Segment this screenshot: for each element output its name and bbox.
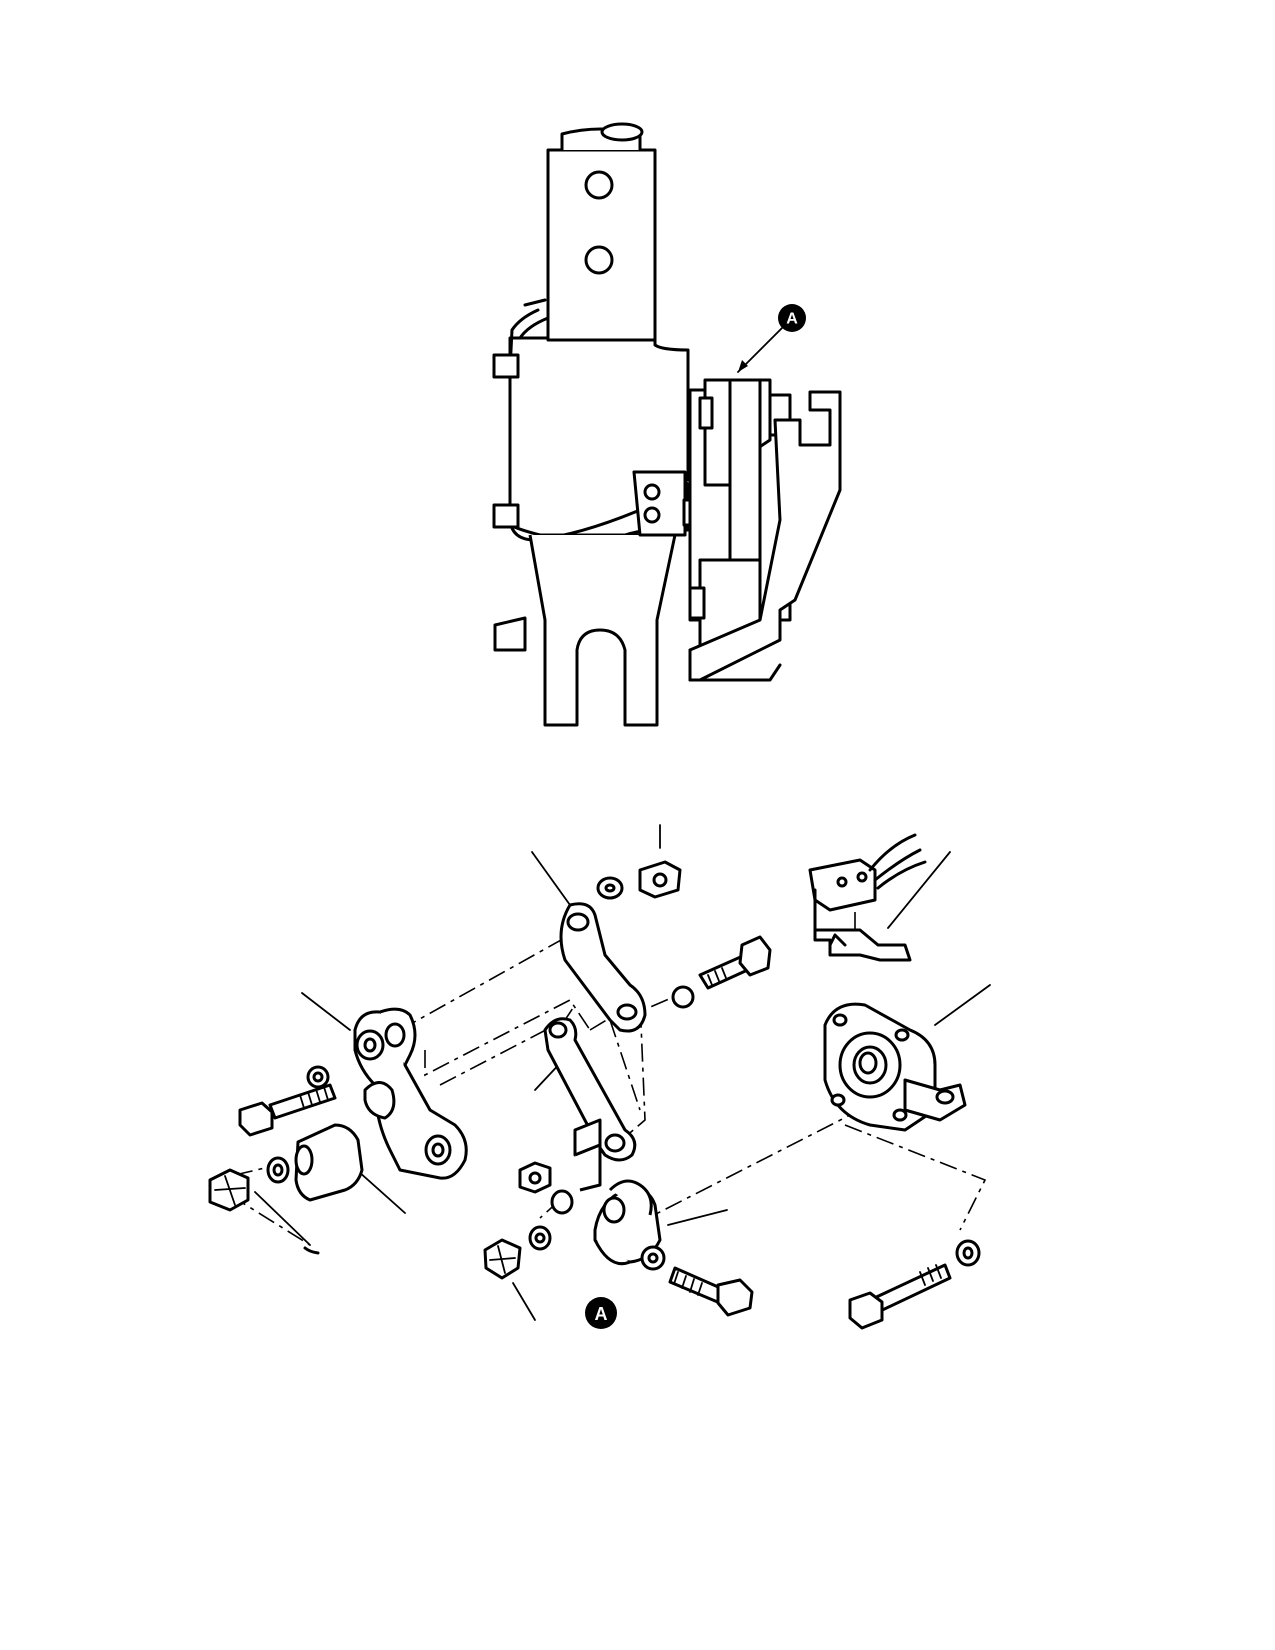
lower-hole [584,245,614,275]
callout-a-top [778,304,806,332]
diagonal-brace [688,390,842,682]
flange-housing [823,1002,967,1132]
cotter-pin-left [303,1246,320,1255]
proximity-switch [632,470,687,537]
top-assembly-view: A [492,122,842,727]
bushing [294,1123,364,1202]
switch-bracket [808,833,927,962]
washer-mid-upper [550,1189,574,1215]
exploded-view: A [208,824,991,1330]
castellated-nut-mid [483,1238,522,1280]
castellated-nut-left [208,1168,250,1212]
bolt-bottom-mid [668,1266,754,1317]
callout-a-bottom [585,1297,617,1329]
callout-a-bottom-text: A [595,1304,608,1324]
upper-hole [584,170,614,200]
bellcrank-left [353,1007,468,1180]
wire-harness [508,308,667,542]
long-bolt-right [848,1263,952,1330]
lower-fork [528,534,677,727]
lower-fork-link [573,1118,662,1266]
washer-upper-right [671,985,695,1009]
callout-a-top-text: A [786,311,798,328]
bolt-left [238,1083,337,1137]
upper-torque-link [559,902,647,1033]
hex-nut-mid [518,1161,552,1194]
link-rod [543,1017,637,1162]
bolt-upper-right [698,935,772,990]
castellated-nut-top [638,860,682,899]
